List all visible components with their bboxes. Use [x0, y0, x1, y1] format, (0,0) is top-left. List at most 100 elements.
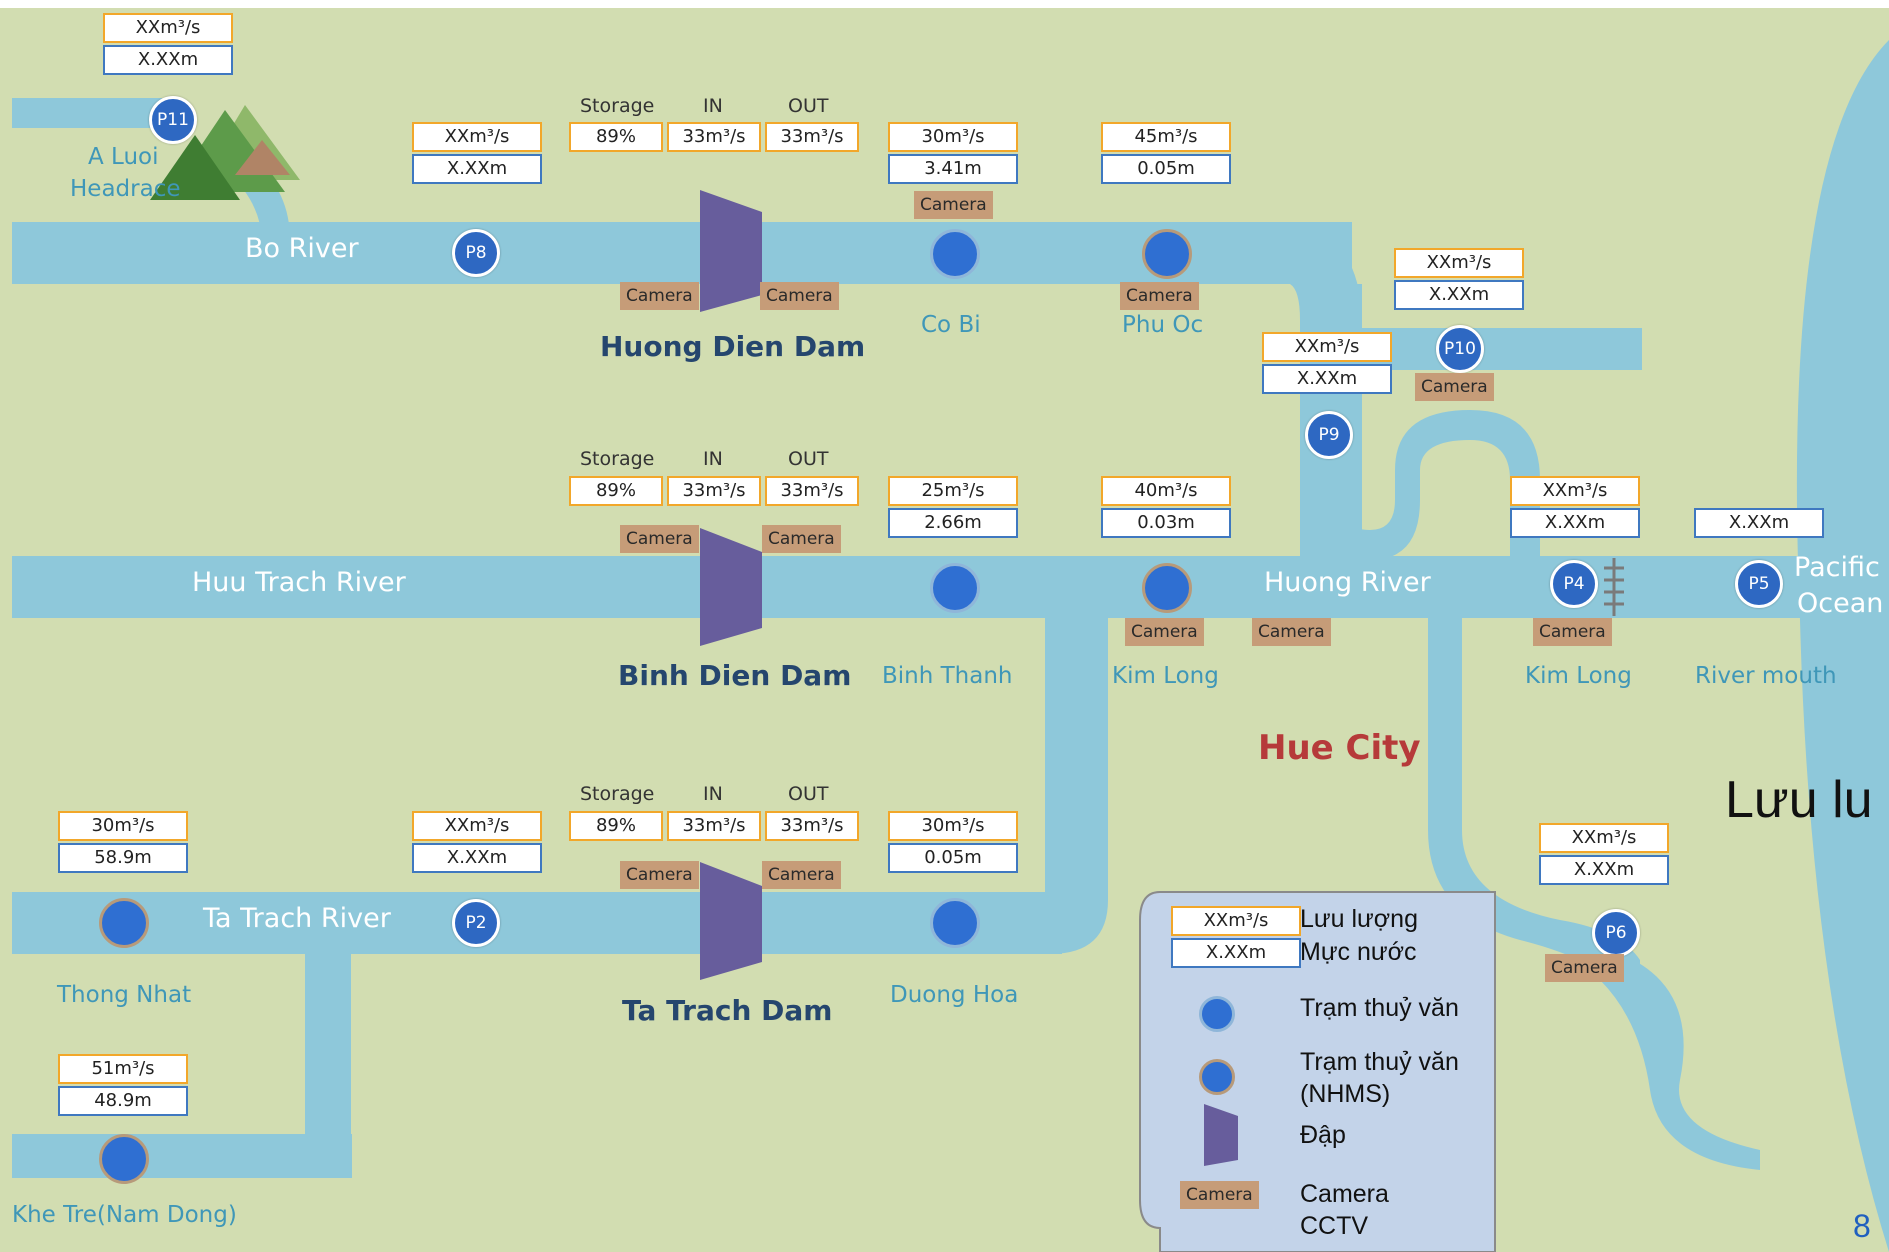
p11-badge[interactable]: P11 [149, 96, 197, 144]
p10-badge[interactable]: P10 [1436, 325, 1484, 373]
lagoon-outflow [1600, 950, 1760, 1170]
p2-badge[interactable]: P2 [452, 899, 500, 947]
kim-long-station-nhms-icon[interactable] [1142, 563, 1192, 613]
p9-flow-box: XXm³/s [1262, 332, 1392, 362]
ta-trach-in-header: IN [703, 783, 723, 805]
ta-trach-in-value: 33m³/s [667, 811, 761, 841]
huong-river-camera[interactable]: Camera [1252, 618, 1331, 646]
co-bi-station-icon[interactable] [930, 229, 980, 279]
phu-oc-camera[interactable]: Camera [1120, 282, 1199, 310]
duong-hoa-level-box: 0.05m [888, 843, 1018, 873]
huong-dien-dam-label: Huong Dien Dam [600, 330, 866, 363]
binh-thanh-level-box: 2.66m [888, 508, 1018, 538]
huong-dien-out-value: 33m³/s [765, 122, 859, 152]
duong-hoa-flow-box: 30m³/s [888, 811, 1018, 841]
huong-river-label: Huong River [1264, 567, 1431, 598]
legend-station-nhms-icon [1199, 1059, 1235, 1095]
ta-trach-river-channel [12, 892, 1062, 954]
kim-long-camera[interactable]: Camera [1125, 618, 1204, 646]
binh-dien-in-value: 33m³/s [667, 476, 761, 506]
phu-oc-station-nhms-icon[interactable] [1142, 229, 1192, 279]
a-luoi-label: A Luoi [88, 144, 159, 170]
p6-camera[interactable]: Camera [1545, 954, 1624, 982]
khe-tre-station-nhms-icon[interactable] [99, 1134, 149, 1184]
binh-dien-dam-label: Binh Dien Dam [618, 659, 852, 692]
binh-dien-camera-left[interactable]: Camera [620, 525, 699, 553]
co-bi-flow-box: 30m³/s [888, 122, 1018, 152]
p6-level-box: X.XXm [1539, 855, 1669, 885]
headrace-label: Headrace [70, 176, 181, 202]
legend-station-icon [1199, 996, 1235, 1032]
co-bi-label: Co Bi [921, 312, 981, 338]
thong-nhat-station-nhms-icon[interactable] [99, 898, 149, 948]
legend-level-sample: X.XXm [1171, 938, 1301, 968]
phu-oc-label: Phu Oc [1122, 312, 1204, 338]
binh-thanh-label: Binh Thanh [882, 663, 1013, 689]
p8-badge[interactable]: P8 [452, 229, 500, 277]
mountain-icon [150, 105, 300, 200]
huong-dien-in-header: IN [703, 95, 723, 117]
p10-camera[interactable]: Camera [1415, 373, 1494, 401]
legend-level-text: Mực nước [1300, 938, 1417, 966]
khe-tre-label: Khe Tre(Nam Dong) [12, 1202, 237, 1228]
binh-dien-camera-right[interactable]: Camera [762, 525, 841, 553]
khe-tre-flow-box: 51m³/s [58, 1054, 188, 1084]
p5-badge[interactable]: P5 [1735, 560, 1783, 608]
ta-trach-river-label: Ta Trach River [203, 903, 391, 934]
legend-dam-icon [1204, 1104, 1238, 1166]
binh-thanh-flow-box: 25m³/s [888, 476, 1018, 506]
p4-camera[interactable]: Camera [1533, 618, 1612, 646]
pacific-ocean [1796, 40, 1889, 1252]
co-bi-camera[interactable]: Camera [914, 191, 993, 219]
huong-dien-camera-left[interactable]: Camera [620, 282, 699, 310]
huu-trach-river-label: Huu Trach River [192, 567, 406, 598]
hue-city-label: Hue City [1258, 728, 1421, 768]
ta-trach-dam-icon [700, 862, 762, 980]
huong-dien-camera-right[interactable]: Camera [760, 282, 839, 310]
phu-oc-level-box: 0.05m [1101, 154, 1231, 184]
bo-river-label: Bo River [245, 233, 359, 264]
kim-long-flow-box: 40m³/s [1101, 476, 1231, 506]
legend-flow-sample: XXm³/s [1171, 906, 1301, 936]
ta-trach-camera-right[interactable]: Camera [762, 861, 841, 889]
thong-nhat-flow-box: 30m³/s [58, 811, 188, 841]
legend-dam-text: Đập [1300, 1121, 1346, 1149]
p4-flow-box: XXm³/s [1510, 476, 1640, 506]
kim-long-2-label: Kim Long [1525, 663, 1632, 689]
thong-nhat-level-box: 58.9m [58, 843, 188, 873]
binh-thanh-station-icon[interactable] [930, 563, 980, 613]
p4-badge[interactable]: P4 [1550, 560, 1598, 608]
p2-flow-box: XXm³/s [412, 811, 542, 841]
bo-river-channel [12, 222, 1352, 284]
p4-level-box: X.XXm [1510, 508, 1640, 538]
duong-hoa-station-icon[interactable] [930, 898, 980, 948]
pacific-label: Pacific [1794, 552, 1880, 583]
p11-flow-box: XXm³/s [103, 13, 233, 43]
phu-oc-flow-box: 45m³/s [1101, 122, 1231, 152]
binh-dien-storage-value: 89% [569, 476, 663, 506]
binh-dien-dam-icon [700, 528, 762, 646]
p6-badge[interactable]: P6 [1592, 909, 1640, 957]
ta-trach-dam-label: Ta Trach Dam [622, 994, 833, 1027]
khe-tre-channel [12, 1134, 352, 1178]
binh-dien-out-value: 33m³/s [765, 476, 859, 506]
kim-long-level-box: 0.03m [1101, 508, 1231, 538]
huong-dien-in-value: 33m³/s [667, 122, 761, 152]
meander-channel [1310, 410, 1540, 560]
legend-station-nhms-text-2: (NHMS) [1300, 1080, 1391, 1108]
legend-station-text: Trạm thuỷ văn [1300, 994, 1459, 1022]
a-luoi-channel [12, 98, 162, 128]
duong-hoa-label: Duong Hoa [890, 982, 1019, 1008]
p9-level-box: X.XXm [1262, 364, 1392, 394]
legend-camera-sample: Camera [1180, 1181, 1259, 1209]
ta-trach-camera-left[interactable]: Camera [620, 861, 699, 889]
huong-dien-out-header: OUT [788, 95, 829, 117]
p9-badge[interactable]: P9 [1305, 411, 1353, 459]
binh-dien-storage-header: Storage [580, 448, 655, 470]
p10-flow-box: XXm³/s [1394, 248, 1524, 278]
gate-icon [1604, 558, 1624, 616]
p10-channel [1362, 328, 1642, 370]
thong-nhat-label: Thong Nhat [57, 982, 192, 1008]
ta-trach-out-value: 33m³/s [765, 811, 859, 841]
